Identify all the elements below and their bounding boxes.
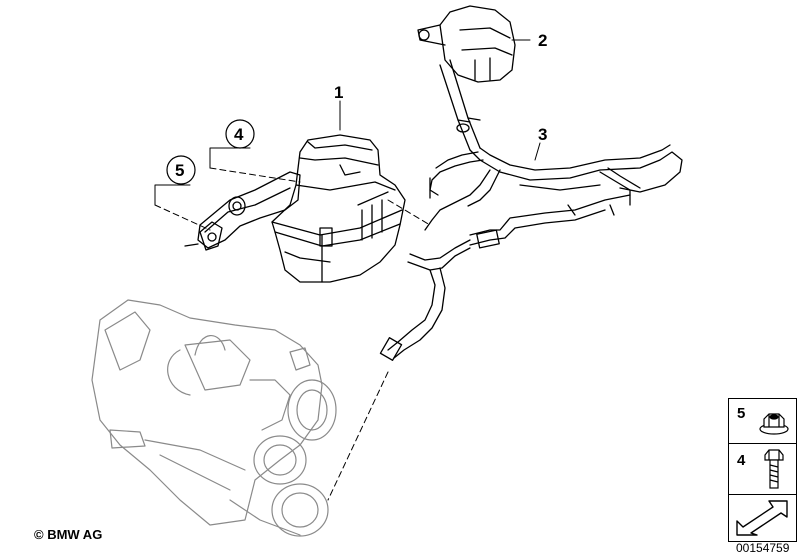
part-3-hose-assembly	[379, 59, 683, 361]
callout-4-circle	[225, 119, 255, 149]
document-number: 00154759	[736, 541, 790, 555]
callout-1: 1	[334, 83, 343, 102]
turbocharger	[91, 299, 337, 537]
legend-item-number: 4	[737, 452, 746, 469]
callout-3: 3	[538, 125, 547, 144]
hex-bolt-icon	[764, 449, 784, 489]
mounting-bracket	[184, 171, 301, 251]
part-1-housing	[271, 134, 406, 283]
flange-nut-icon	[759, 413, 789, 435]
hardware-legend: 5 4	[728, 398, 797, 542]
legend-item-5: 5	[729, 399, 796, 444]
callout-4: 4	[234, 125, 244, 144]
part-2-valve	[417, 5, 516, 83]
leader-lines	[154, 39, 541, 501]
callout-5-circle	[166, 155, 196, 185]
callout-2: 2	[538, 31, 547, 50]
legend-item-4: 4	[729, 444, 796, 495]
copyright-text: © BMW AG	[34, 527, 103, 542]
callout-5: 5	[175, 161, 184, 180]
callout-labels: 1 2 3 4 5	[166, 31, 547, 185]
arrow-icon[interactable]	[729, 495, 796, 541]
legend-item-number: 5	[737, 405, 746, 422]
